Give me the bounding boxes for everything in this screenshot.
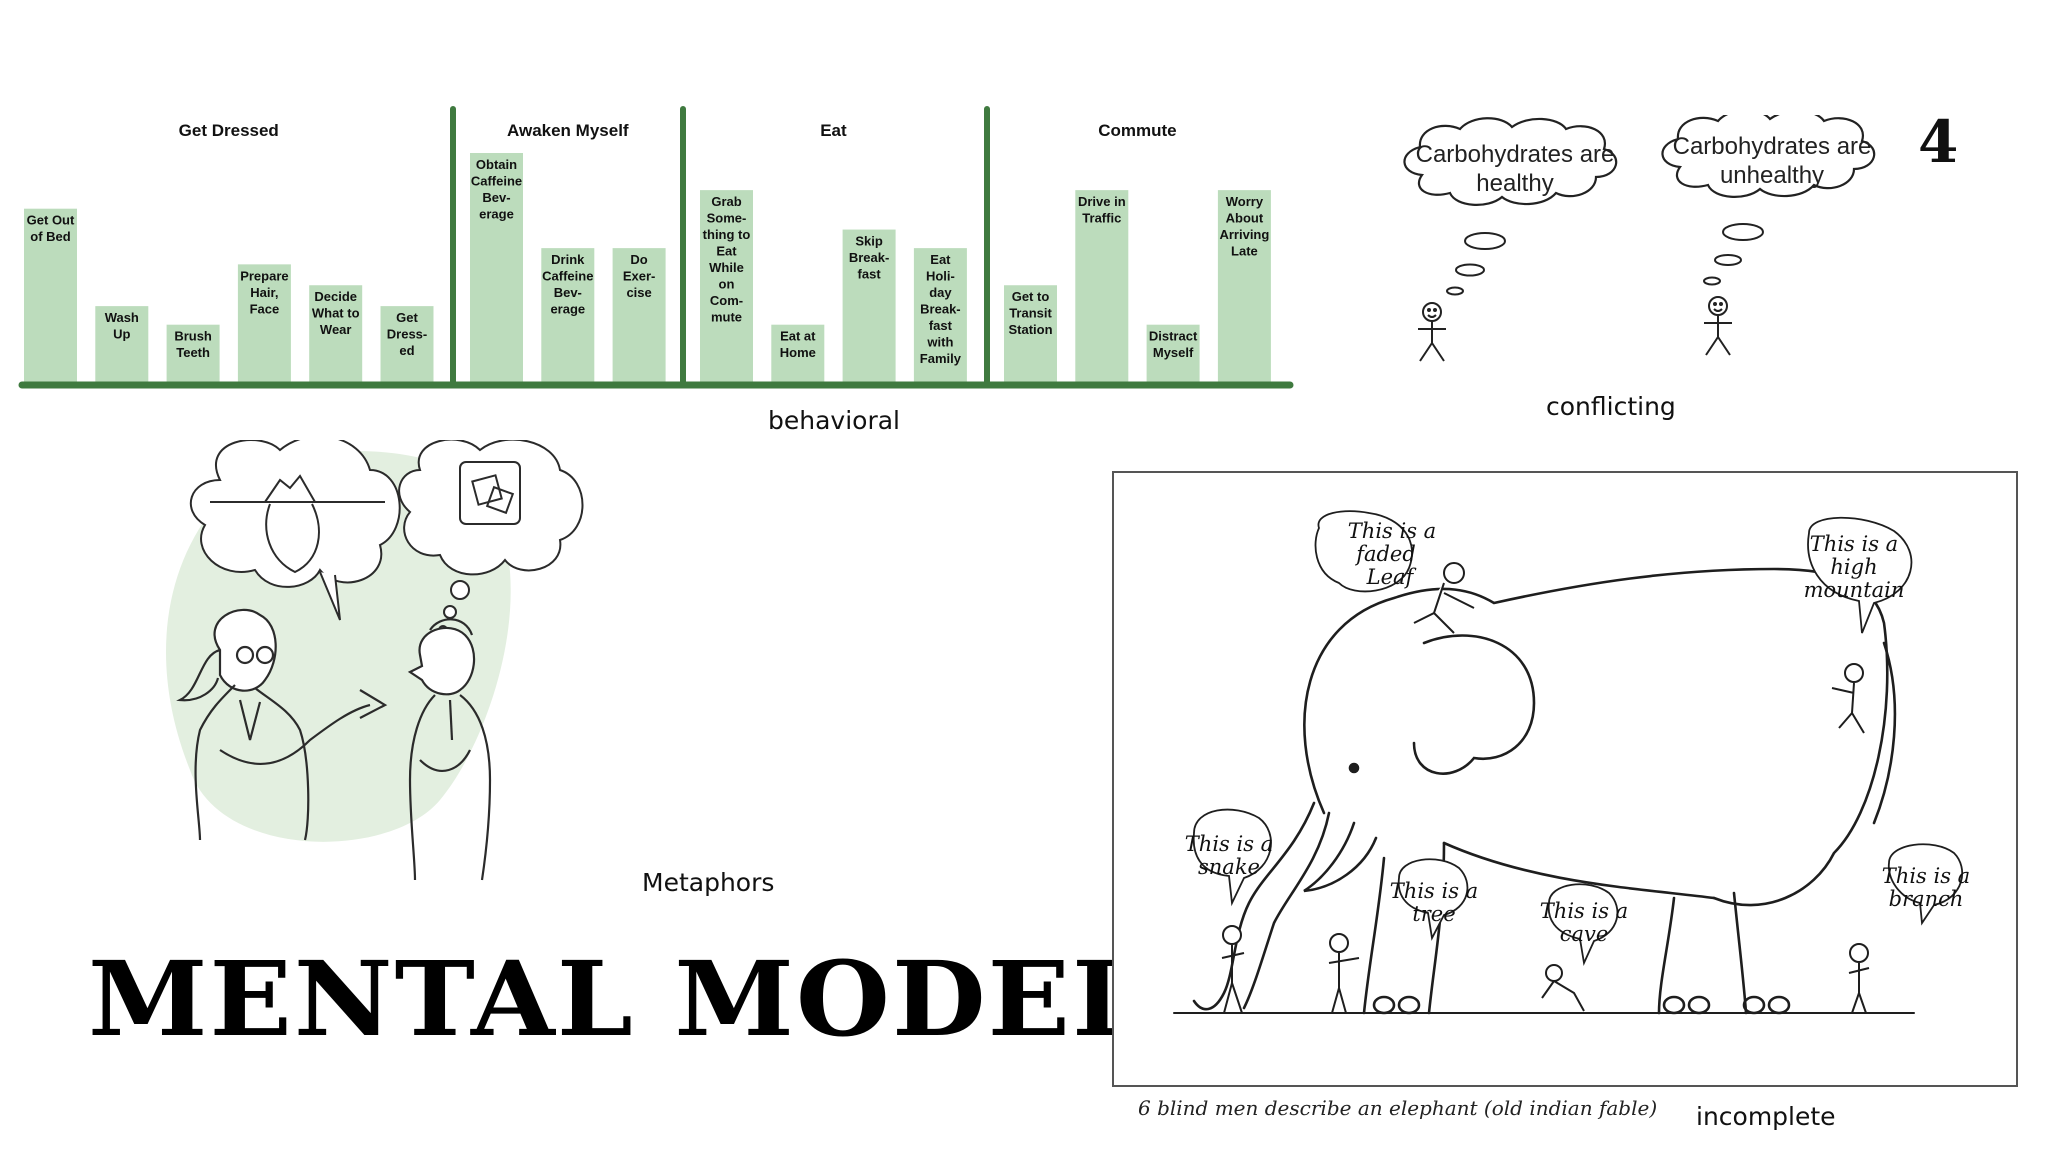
bubble-tree-line-1: This is a [1390, 879, 1478, 903]
speech-bubble-iceberg [189, 440, 401, 621]
elephant-panel: This is a faded Leaf This is a high moun… [1112, 471, 2018, 1087]
stick-figure-left [1418, 302, 1446, 362]
metaphors-illustration [166, 440, 584, 881]
bubble-snake-line-1: This is a [1185, 832, 1273, 856]
incomplete-caption: incomplete [1696, 1102, 1836, 1131]
elephant-figure-caption: 6 blind men describe an elephant (old in… [1138, 1096, 1658, 1120]
group-title: Awaken Myself [507, 121, 629, 140]
thought-cloud-right: Carbohydrates are unhealthy [1661, 115, 1876, 286]
bubble-leaf-line-1: This is a [1348, 519, 1436, 543]
thought-right-line-1: Carbohydrates are [1673, 133, 1872, 160]
bubble-mountain [1807, 516, 1913, 634]
task-bar [470, 153, 523, 385]
task-bar [612, 248, 666, 385]
bubble-tree [1397, 858, 1469, 941]
elephant-front-leg [1362, 856, 1386, 1015]
elephant-tusk [1303, 821, 1378, 893]
task-bar [1004, 285, 1057, 385]
slide-number: 4 [1918, 108, 1959, 176]
elephant-body [1303, 567, 1889, 907]
thought-right-line-2: unhealthy [1720, 162, 1824, 189]
task-bar [380, 306, 434, 385]
man-at-leg [1328, 933, 1360, 1014]
bubble-mountain-line-3: mountain [1804, 578, 1905, 602]
man-on-back [1413, 562, 1475, 634]
task-bar [166, 324, 220, 385]
bubble-branch-line-2: branch [1889, 887, 1964, 911]
man-at-trunk [1221, 925, 1245, 1014]
bubble-cave-line-2: cave [1560, 922, 1609, 946]
group-title: Commute [1098, 121, 1176, 140]
task-bar [24, 208, 77, 385]
elephant-illustration: This is a faded Leaf This is a high moun… [1173, 510, 1970, 1015]
metaphors-caption: Metaphors [642, 868, 775, 897]
task-bar [842, 229, 896, 385]
thought-left-line-2: healthy [1476, 170, 1553, 197]
conflicting-caption: conflicting [1546, 392, 1676, 421]
group-title: Eat [820, 121, 847, 140]
bubble-mountain-line-1: This is a [1810, 532, 1898, 556]
conflicting-illustration: Carbohydrates are healthy Carbohydrates … [1403, 115, 1876, 362]
man-figure [407, 618, 492, 881]
thought-cloud-left: Carbohydrates are healthy [1403, 117, 1618, 296]
task-bar [541, 248, 595, 385]
task-bar [1075, 190, 1129, 385]
task-bar [309, 285, 363, 385]
task-bar [237, 264, 291, 385]
man-on-tail [1831, 663, 1865, 734]
bubble-leaf-line-3: Leaf [1366, 565, 1417, 589]
task-bar [1217, 190, 1271, 385]
task-bar [1146, 324, 1200, 385]
slide-title: MENTAL MODELS [88, 940, 1230, 1060]
bubble-branch-line-1: This is a [1882, 864, 1970, 888]
stick-figure-right [1704, 296, 1732, 356]
elephant-ear [1412, 634, 1536, 775]
bubble-snake-line-2: snake [1198, 855, 1260, 879]
behavioral-caption: behavioral [768, 406, 900, 435]
task-bar [913, 248, 967, 385]
task-bar [95, 306, 149, 385]
bubble-branch [1887, 843, 1963, 926]
elephant-back-leg [1657, 896, 1676, 1015]
bubble-cave-line-1: This is a [1540, 899, 1628, 923]
bubble-mountain-line-2: high [1830, 555, 1877, 579]
elephant-tail [1872, 641, 1897, 825]
group-title: Get Dressed [179, 121, 279, 140]
bubble-cave [1547, 883, 1619, 967]
bubble-leaf-line-2: faded [1354, 542, 1416, 566]
thought-bubble-glass [398, 440, 584, 635]
thought-left-line-1: Carbohydrates are [1416, 141, 1615, 168]
task-bar [700, 190, 753, 385]
bubble-leaf [1314, 510, 1413, 593]
man-at-belly [1541, 964, 1585, 1012]
task-bar [771, 324, 825, 385]
bubble-tree-line-2: tree [1412, 902, 1455, 926]
man-at-tail-end [1848, 943, 1870, 1014]
woman-figure [176, 608, 388, 841]
bubble-snake [1192, 808, 1272, 907]
